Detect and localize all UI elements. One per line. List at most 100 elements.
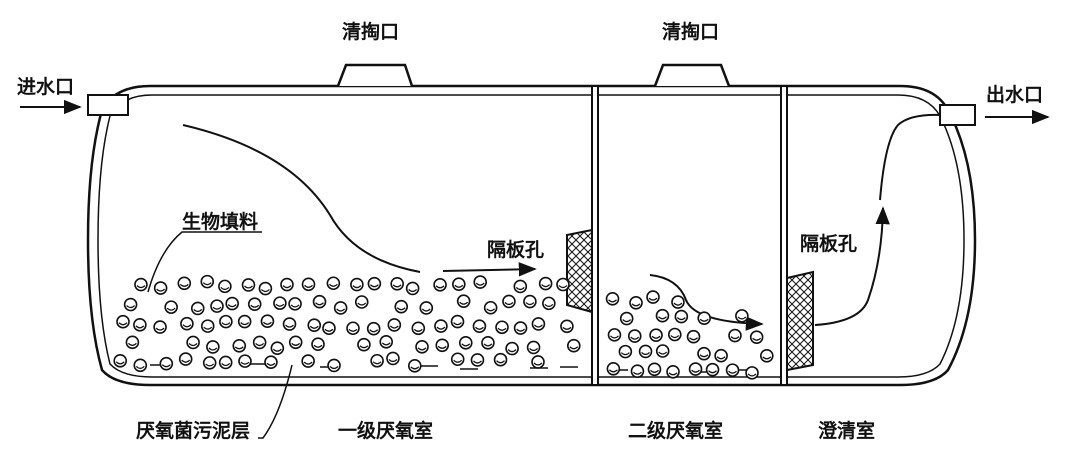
filler-ball (186, 335, 200, 350)
filler-ball (123, 297, 138, 312)
label-cleanout-right: 清掏口 (662, 20, 719, 43)
filler-ball (133, 318, 147, 332)
filler-ball (258, 281, 273, 296)
filler-ball (326, 276, 341, 291)
filler-ball (350, 277, 364, 292)
label-inlet: 进水口 (17, 76, 74, 98)
label-bio-filler: 生物填料 (182, 210, 258, 233)
filler-ball (513, 279, 528, 294)
filler-ball (390, 277, 404, 291)
filler-ball (619, 311, 634, 326)
filler-ball (357, 337, 371, 352)
filler-ball (435, 338, 450, 353)
filler-ball (241, 278, 256, 292)
filler-ball (450, 352, 465, 367)
filler-ball (386, 351, 400, 366)
filler-ball (113, 354, 128, 368)
label-outlet: 出水口 (986, 83, 1043, 106)
label-chamber-3: 澄清室 (818, 419, 875, 442)
label-chamber-2: 二级厌氧室 (628, 419, 723, 442)
filler-ball (671, 295, 685, 309)
filler-ball (688, 362, 703, 376)
filler-ball (387, 318, 402, 332)
filler-ball (481, 336, 495, 350)
filler-ball (502, 294, 516, 309)
cleanout-port-left (336, 63, 414, 87)
filler-ball (523, 294, 537, 309)
filler-ball (505, 341, 519, 356)
label-baffle-hole-1: 隔板孔 (487, 238, 544, 261)
filler-ball (260, 314, 275, 329)
flow-arrow-to-baffle-1 (442, 262, 537, 277)
filler-ball (366, 321, 381, 336)
filler-ball (252, 335, 267, 350)
filler-ball (697, 311, 711, 325)
baffle-mesh-1 (566, 228, 593, 314)
filler-ball (560, 319, 574, 334)
filler-ball (542, 296, 556, 311)
filler-ball (219, 314, 233, 329)
filler-ball (206, 340, 220, 354)
filler-ball (270, 341, 285, 355)
filler-ball (210, 299, 224, 313)
filler-ball (232, 338, 247, 353)
flow-line-main (182, 124, 421, 273)
label-sludge-layer: 厌氧菌污泥层 (136, 419, 250, 442)
filler-ball (749, 330, 764, 344)
filler-ball (627, 329, 642, 343)
filler-ball (405, 281, 420, 296)
filler-ball (433, 277, 447, 292)
filler-ball (237, 314, 252, 329)
filler-ball (473, 275, 488, 289)
filler-ball (218, 279, 232, 294)
filler-ball (218, 355, 233, 370)
tank-inner-wall (97, 94, 965, 378)
filler-ball (419, 301, 434, 315)
filler-ball (452, 277, 466, 292)
label-baffle-hole-2: 隔板孔 (800, 232, 857, 255)
filler-ball (264, 355, 278, 370)
filler-ball (164, 300, 178, 314)
filler-ball (495, 320, 509, 335)
filler-ball (456, 294, 471, 308)
filler-ball (607, 328, 622, 342)
filler-ball (153, 281, 168, 295)
filler-ball (686, 329, 701, 344)
filler-ball (307, 318, 322, 333)
bio-filler-balls (113, 274, 774, 380)
filler-ball (630, 364, 645, 378)
filler-ball (282, 317, 297, 331)
filler-ball (354, 295, 369, 309)
filler-ball (379, 335, 394, 349)
filler-ball (153, 320, 167, 334)
baffle-mesh-2 (786, 270, 814, 372)
filler-ball (697, 346, 711, 361)
filler-ball (301, 354, 315, 368)
filler-ball (531, 317, 546, 331)
filler-ball (759, 348, 774, 363)
filler-ball (134, 277, 148, 292)
filler-ball (333, 301, 348, 315)
filler-ball (415, 340, 429, 354)
filler-ball (238, 354, 252, 368)
flow-line-to-outlet (879, 113, 941, 201)
filler-ball (649, 328, 663, 342)
filler-ball (493, 352, 508, 367)
filler-ball (735, 309, 749, 323)
filler-ball (178, 352, 193, 366)
partition-wall-2 (780, 85, 788, 386)
filler-ball (202, 356, 217, 370)
filler-ball (125, 335, 140, 350)
cleanout-port-right (653, 63, 731, 87)
filler-ball (225, 296, 239, 311)
outlet-pipe (939, 104, 976, 126)
filler-ball (728, 328, 742, 343)
filler-ball (714, 348, 728, 363)
filler-ball (370, 353, 384, 368)
filler-ball (159, 356, 174, 371)
filler-ball (346, 321, 360, 336)
filler-ball (666, 364, 680, 379)
filler-ball (247, 297, 262, 311)
filler-ball (200, 274, 215, 289)
filler-ball (311, 337, 325, 352)
